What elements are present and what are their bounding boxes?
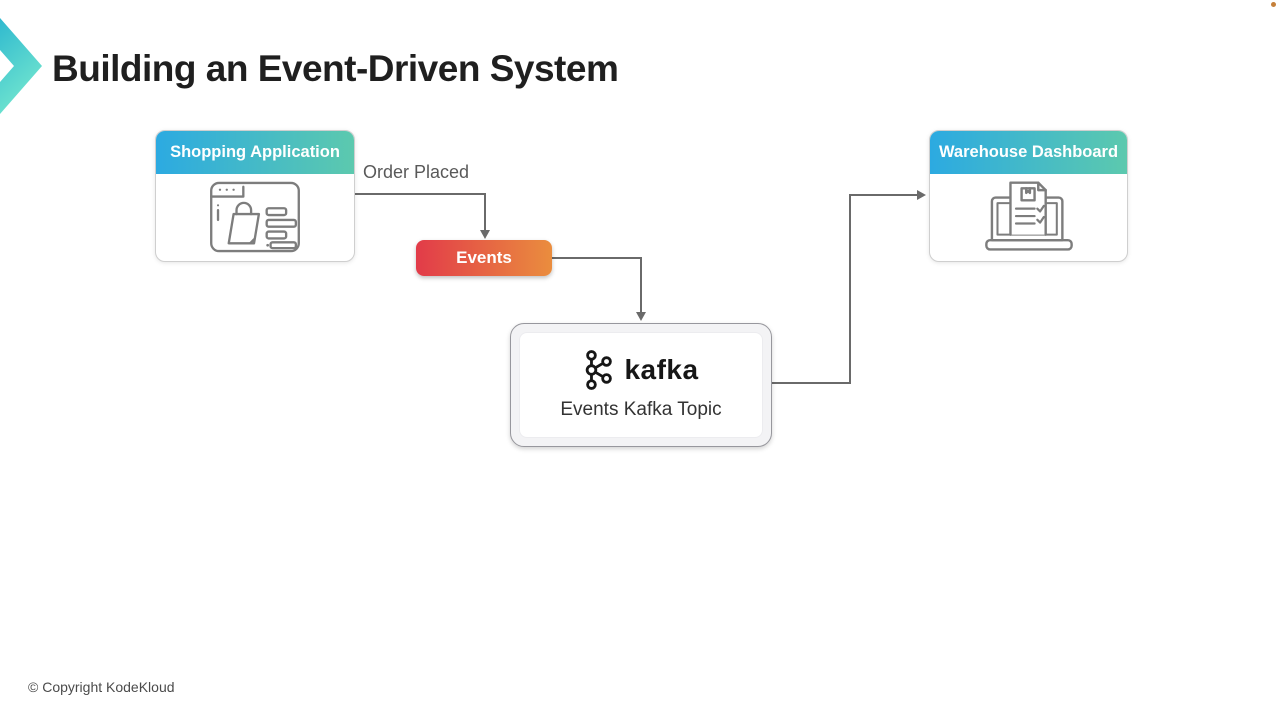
- arrowhead-down-events: [480, 230, 490, 239]
- shopping-application-body: [156, 174, 354, 260]
- kafka-logo-icon: [586, 350, 613, 390]
- shopping-browser-icon: [210, 181, 300, 253]
- events-badge: Events: [416, 240, 552, 276]
- edge-events-to-kafka: [552, 257, 642, 312]
- arrowhead-down-kafka: [636, 312, 646, 321]
- kafka-topic-inner: kafka Events Kafka Topic: [519, 332, 763, 438]
- footer-copyright: © Copyright KodeKloud: [28, 679, 175, 695]
- kafka-wordmark: kafka: [624, 354, 699, 385]
- kafka-logo-row: kafka: [583, 349, 698, 391]
- kafka-topic-label: Events Kafka Topic: [560, 399, 722, 420]
- arrowhead-right-warehouse: [917, 190, 926, 200]
- corner-dot: [1271, 2, 1276, 7]
- node-warehouse-dashboard: Warehouse Dashboard: [929, 130, 1128, 262]
- warehouse-laptop-icon: [984, 181, 1073, 251]
- kodekloud-chevron-icon: [0, 18, 42, 114]
- shopping-application-header: Shopping Application: [156, 131, 354, 174]
- warehouse-dashboard-body: [930, 174, 1127, 260]
- node-shopping-application: Shopping Application: [155, 130, 355, 262]
- edge-kafka-to-warehouse: [772, 194, 917, 384]
- warehouse-dashboard-header: Warehouse Dashboard: [930, 131, 1127, 174]
- edge-label-order-placed: Order Placed: [363, 162, 470, 182]
- node-kafka-topic: kafka Events Kafka Topic: [510, 323, 772, 447]
- page-title: Building an Event-Driven System: [52, 48, 619, 89]
- edge-shopping-to-events: [353, 193, 486, 230]
